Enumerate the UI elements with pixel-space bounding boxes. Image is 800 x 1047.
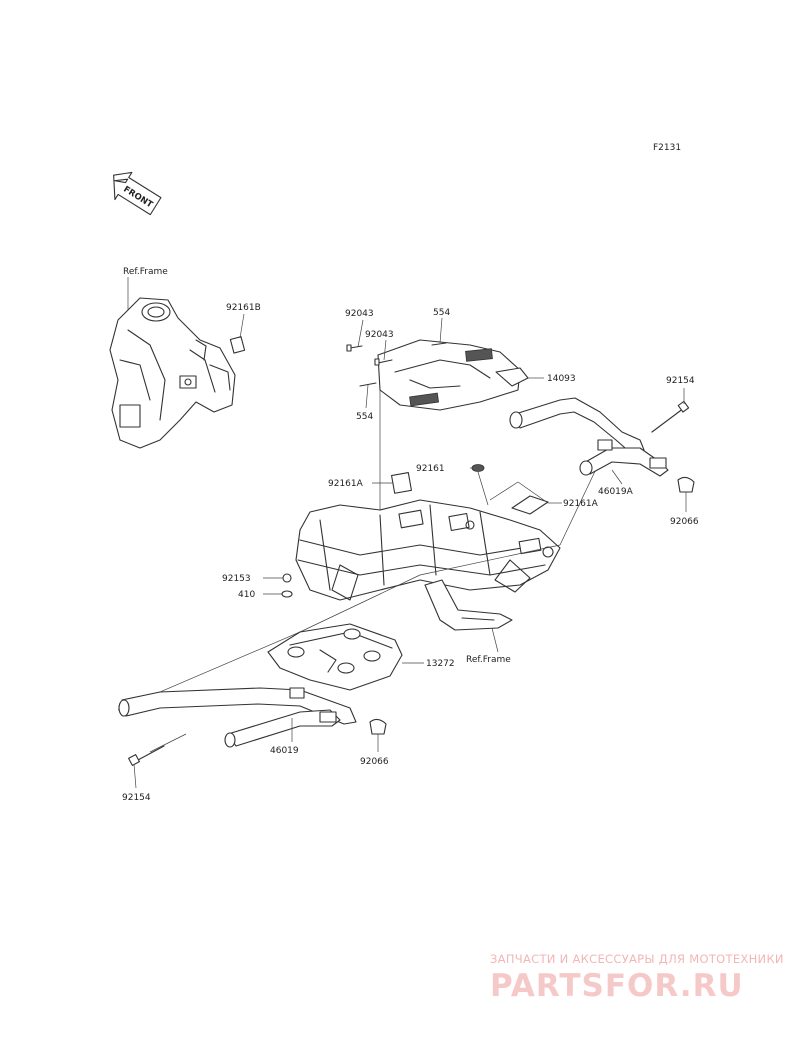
label-92153: 92153 <box>222 574 251 584</box>
part-92154-bolt-right <box>651 388 690 433</box>
part-46019A-rail <box>509 397 669 485</box>
label-554-left: 554 <box>356 412 373 422</box>
partsfor-watermark: ЗАПЧАСТИ И АКСЕССУАРЫ ДЛЯ МОТОТЕХНИКИ PA… <box>490 952 784 1004</box>
part-14093-bracket <box>377 339 529 411</box>
part-410-washer <box>263 590 293 598</box>
label-92161A-left: 92161A <box>328 479 364 489</box>
diagram-code: F2131 <box>653 143 681 153</box>
label-92154-bottom: 92154 <box>122 793 151 803</box>
label-92154-right: 92154 <box>666 376 695 386</box>
label-554-top: 554 <box>433 308 450 318</box>
part-92161A-right <box>489 481 562 515</box>
watermark-brand: PARTSFOR.RU <box>490 968 744 1004</box>
part-92066-cap-bottom <box>369 718 387 752</box>
label-92161B: 92161B <box>226 303 261 313</box>
part-92066-cap-right <box>677 476 695 512</box>
label-13272: 13272 <box>426 659 455 669</box>
label-92161: 92161 <box>416 464 445 474</box>
part-92154-bolt-bottom <box>128 733 187 789</box>
ref-frame-front-section <box>109 277 236 449</box>
label-46019A: 46019A <box>598 487 634 497</box>
label-14093: 14093 <box>547 374 576 384</box>
label-ref-frame-bottom: Ref.Frame <box>466 655 511 665</box>
label-92043-a: 92043 <box>345 309 374 319</box>
ref-frame-lower-bracket <box>424 579 513 653</box>
part-92153 <box>263 573 292 583</box>
part-554-pin-left <box>359 382 377 409</box>
label-ref-frame-top: Ref.Frame <box>123 267 168 277</box>
part-92161A-left <box>372 472 412 494</box>
front-arrow-icon: FRONT <box>113 171 162 216</box>
label-46019: 46019 <box>270 746 299 756</box>
label-92161A-right: 92161A <box>563 499 599 509</box>
part-46019-rail <box>118 687 357 748</box>
main-subframe <box>295 499 561 601</box>
label-410: 410 <box>238 590 255 600</box>
part-92043-bolt-b <box>374 339 393 366</box>
part-554-pin-top <box>431 317 447 346</box>
label-92066-right: 92066 <box>670 517 699 527</box>
part-13272-plate <box>267 623 403 691</box>
part-92161B <box>229 313 246 354</box>
label-92066-bottom: 92066 <box>360 757 389 767</box>
watermark-tagline: ЗАПЧАСТИ И АКСЕССУАРЫ ДЛЯ МОТОТЕХНИКИ <box>490 952 784 966</box>
part-92043-bolt-a <box>346 319 364 352</box>
label-92043-b: 92043 <box>365 330 394 340</box>
part-92161 <box>470 464 489 506</box>
